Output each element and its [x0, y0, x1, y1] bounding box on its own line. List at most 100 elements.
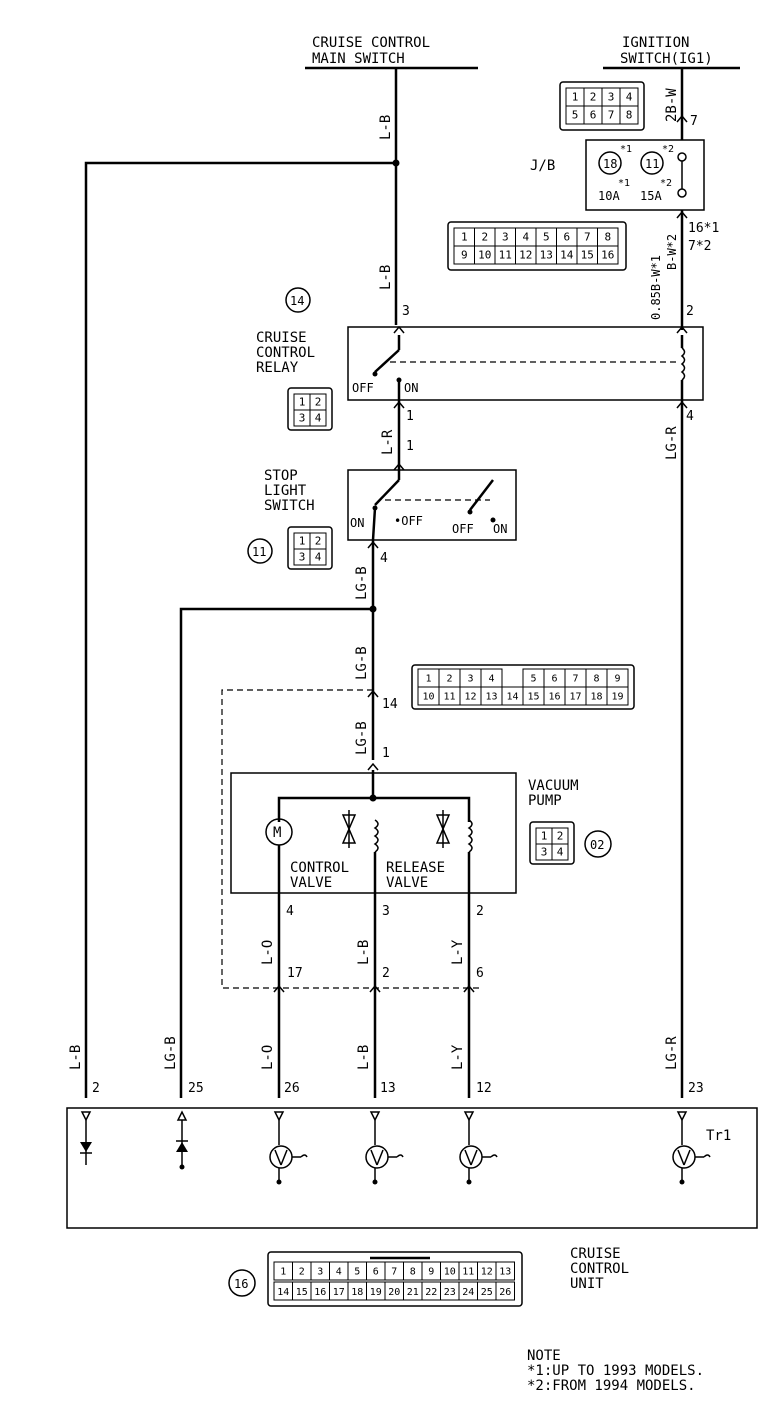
ecu-callout: 16 — [228, 1269, 256, 1297]
connector-pin-label: 5 — [354, 1266, 360, 1277]
svg-text:OFF: OFF — [452, 522, 474, 536]
svg-text:CONTROL: CONTROL — [290, 860, 349, 876]
connector-pin-label: 8 — [626, 109, 633, 122]
connector-pin-label: 8 — [410, 1266, 416, 1277]
svg-text:L-B: L-B — [378, 115, 394, 140]
connector-pin-label: 23 — [444, 1287, 456, 1298]
svg-text:RELAY: RELAY — [256, 360, 299, 376]
stop-light-label: STOP LIGHT SWITCH — [264, 468, 315, 514]
connector-pin-label: 2 — [557, 830, 564, 843]
svg-text:OFF: OFF — [352, 381, 374, 395]
wire-color-labels: L-B L-B L-R LG-B LG-B LG-B 2B-W 0.85B-W*… — [68, 88, 680, 1070]
transistor-symbol — [365, 1120, 404, 1185]
connector-pin-label: 14 — [560, 249, 574, 262]
connector-pin-label: 9 — [461, 249, 468, 262]
svg-text:11: 11 — [645, 157, 659, 171]
connector-pin-label: 8 — [593, 673, 599, 684]
connector-pin-label: 21 — [407, 1287, 419, 1298]
svg-text:L-O: L-O — [260, 940, 276, 965]
connector-pin-label: 12 — [481, 1266, 493, 1277]
svg-text:L-Y: L-Y — [450, 1044, 466, 1070]
connector-pin-label: 9 — [614, 673, 620, 684]
connector-pin-label: 5 — [543, 231, 550, 244]
connector-pin-label: 4 — [488, 673, 494, 684]
connector-pin-label: 14 — [277, 1287, 289, 1298]
svg-text:MAIN SWITCH: MAIN SWITCH — [312, 51, 405, 67]
connector-pin-label: 2 — [315, 396, 322, 409]
svg-text:L-O: L-O — [260, 1045, 276, 1070]
svg-text:14: 14 — [290, 294, 304, 308]
model-note: NOTE *1:UP TO 1993 MODELS. *2:FROM 1994 … — [527, 1348, 704, 1394]
svg-text:•OFF: •OFF — [394, 514, 423, 528]
connector-pin-label: 25 — [481, 1287, 493, 1298]
connector-pin-label: 19 — [370, 1287, 382, 1298]
svg-text:PUMP: PUMP — [528, 793, 562, 809]
connector-cell — [495, 1281, 515, 1301]
svg-text:1: 1 — [382, 746, 390, 761]
wires — [84, 68, 684, 1098]
connector-pin-label: 7 — [608, 109, 615, 122]
svg-text:VALVE: VALVE — [290, 875, 332, 891]
cruise-control-relay: 3 2 OFF ON 1 4 — [347, 304, 704, 424]
connector-cell — [309, 548, 327, 566]
svg-text:*1:UP TO 1993 MODELS.: *1:UP TO 1993 MODELS. — [527, 1363, 704, 1379]
connector-pin-label: 1 — [299, 396, 306, 409]
connector-pin-label: 2 — [315, 535, 322, 548]
svg-text:CRUISE: CRUISE — [570, 1246, 621, 1262]
svg-text:NOTE: NOTE — [527, 1348, 561, 1364]
connector-pin-label: 4 — [557, 846, 564, 859]
connector-pin-label: 15 — [296, 1287, 308, 1298]
svg-text:6: 6 — [476, 966, 484, 981]
svg-text:16*1: 16*1 — [688, 221, 719, 236]
svg-text:UNIT: UNIT — [570, 1276, 604, 1292]
connector-pin-label: 13 — [540, 249, 553, 262]
connector-pin-label: 3 — [317, 1266, 323, 1277]
connector-pin-label: 15 — [581, 249, 594, 262]
connector-pin-label: 16 — [314, 1287, 326, 1298]
svg-text:12: 12 — [476, 1081, 492, 1096]
connector-pin-label: 10 — [422, 691, 434, 702]
svg-text:4: 4 — [286, 904, 294, 919]
svg-text:LG-B: LG-B — [354, 646, 370, 680]
connector-pin-label: 15 — [527, 691, 539, 702]
connector-pin-label: 11 — [462, 1266, 474, 1277]
svg-text:7*2: 7*2 — [688, 239, 711, 254]
connector-pin-label: 8 — [604, 231, 611, 244]
connector-pin-label: 1 — [572, 91, 579, 104]
ign-pin-7: 7 — [676, 114, 698, 129]
svg-text:2: 2 — [92, 1081, 100, 1096]
svg-text:2: 2 — [686, 304, 694, 319]
connector-pin-label: 5 — [530, 673, 536, 684]
connector-pin-label: 19 — [611, 691, 623, 702]
connector-pin-label: 1 — [280, 1266, 286, 1277]
svg-text:CRUISE: CRUISE — [256, 330, 307, 346]
svg-text:3: 3 — [382, 904, 390, 919]
svg-text:7: 7 — [690, 114, 698, 129]
svg-text:L-B: L-B — [356, 1045, 372, 1070]
svg-text:*1: *1 — [618, 178, 630, 189]
svg-text:B-W*2: B-W*2 — [665, 234, 679, 270]
connector-pin-label: 6 — [551, 673, 557, 684]
svg-text:10A: 10A — [598, 189, 620, 203]
connector-pin-label: 7 — [584, 231, 591, 244]
connector-pin-label: 6 — [590, 109, 597, 122]
connector-pin-label: 1 — [461, 231, 468, 244]
svg-text:15A: 15A — [640, 189, 662, 203]
ignition-switch-label: IGNITION SWITCH(IG1) — [603, 35, 740, 70]
svg-text:IGNITION: IGNITION — [622, 35, 689, 51]
connector-pin-label: 10 — [444, 1266, 456, 1277]
connector-cell — [606, 686, 629, 706]
connector-pin-label: 24 — [462, 1287, 474, 1298]
svg-text:26: 26 — [284, 1081, 300, 1096]
svg-text:LG-B: LG-B — [354, 566, 370, 600]
connector-pin-label: 2 — [590, 91, 597, 104]
svg-text:L-B: L-B — [356, 940, 372, 965]
connector-pin-label: 14 — [506, 691, 518, 702]
connector-pin-label: 5 — [572, 109, 579, 122]
connector-pin-label: 7 — [391, 1266, 397, 1277]
